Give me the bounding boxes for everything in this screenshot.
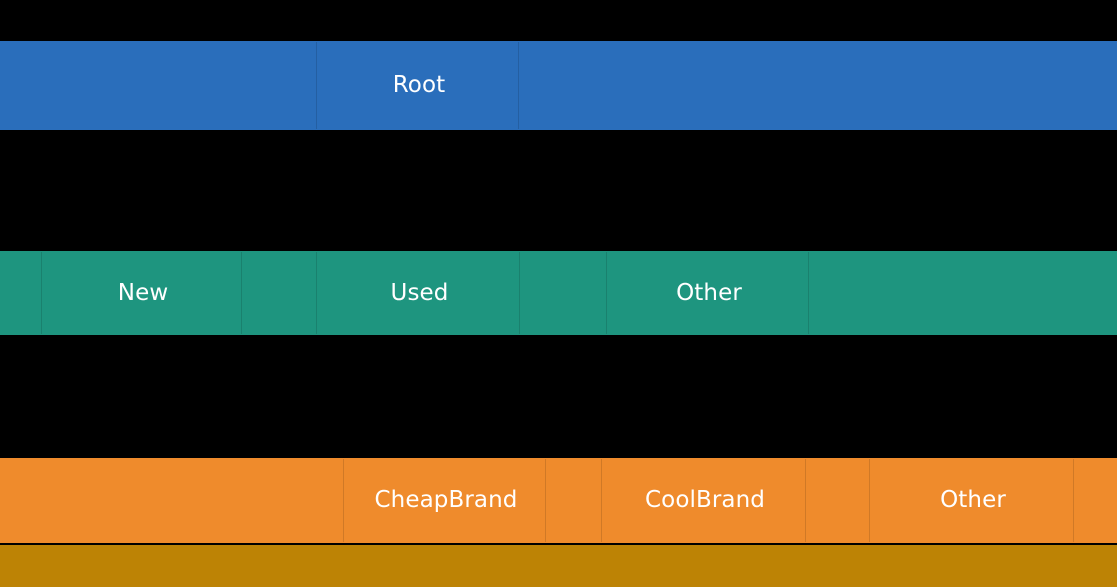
icicle-node-unlabeled[interactable] bbox=[520, 41, 1117, 130]
icicle-node-coolbrand[interactable]: CoolBrand bbox=[603, 458, 807, 543]
icicle-node-unlabeled[interactable] bbox=[243, 251, 318, 335]
icicle-node-label: Root bbox=[392, 72, 446, 98]
icicle-level-root-level: Root bbox=[0, 41, 1117, 130]
icicle-node-label: Other bbox=[940, 487, 1006, 513]
icicle-node-label: CheapBrand bbox=[374, 487, 518, 513]
icicle-node-cheapbrand[interactable]: CheapBrand bbox=[345, 458, 547, 543]
icicle-node-label: New bbox=[117, 279, 169, 306]
icicle-node-other[interactable]: Other bbox=[871, 458, 1075, 543]
icicle-node-unlabeled[interactable] bbox=[0, 545, 1117, 587]
icicle-node-unlabeled[interactable] bbox=[0, 41, 318, 130]
icicle-level-brand-level: CheapBrand CoolBrand Other bbox=[0, 458, 1117, 543]
icicle-level-leaf-level bbox=[0, 545, 1117, 587]
icicle-level-condition-level: New Used Other bbox=[0, 251, 1117, 335]
icicle-node-unlabeled[interactable] bbox=[521, 251, 608, 335]
icicle-node-label: Used bbox=[390, 279, 449, 306]
icicle-node-label: Other bbox=[676, 279, 742, 306]
icicle-node-new[interactable]: New bbox=[43, 251, 243, 335]
icicle-node-unlabeled[interactable] bbox=[547, 458, 603, 543]
icicle-node-label: CoolBrand bbox=[645, 487, 765, 513]
icicle-node-unlabeled[interactable] bbox=[0, 251, 43, 335]
icicle-node-unlabeled[interactable] bbox=[810, 251, 1117, 335]
icicle-node-unlabeled[interactable] bbox=[0, 458, 345, 543]
icicle-node-unlabeled[interactable] bbox=[1075, 458, 1117, 543]
icicle-node-root[interactable]: Root bbox=[318, 41, 520, 130]
icicle-node-other[interactable]: Other bbox=[608, 251, 810, 335]
icicle-node-unlabeled[interactable] bbox=[807, 458, 871, 543]
icicle-node-used[interactable]: Used bbox=[318, 251, 521, 335]
